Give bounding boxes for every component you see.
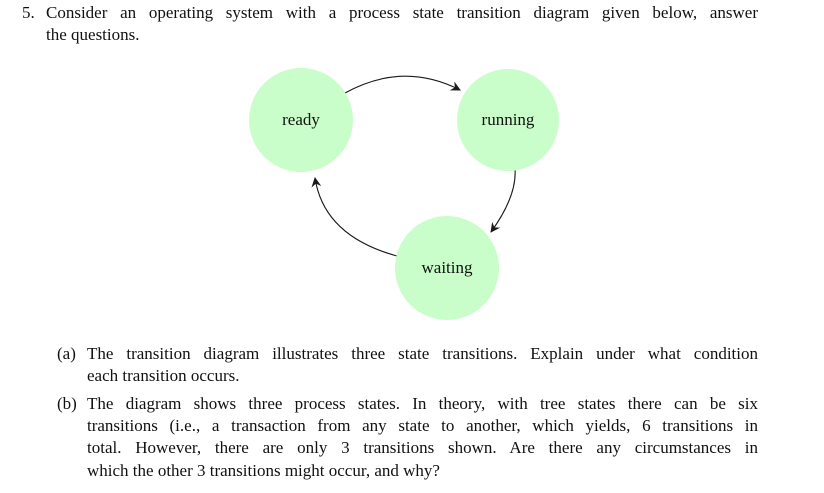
subquestion-a-label: (a): [57, 344, 76, 363]
question-intro-text: Consider an operating system with a proc…: [46, 2, 758, 46]
text-line: transitions (i.e., a transaction from an…: [87, 416, 758, 436]
text-line: total. However, there are only 3 transit…: [87, 438, 758, 458]
state-label-waiting: waiting: [421, 258, 473, 277]
text-line: Consider an operating system with a proc…: [46, 3, 758, 22]
text-line: each transition occurs.: [87, 366, 240, 386]
state-node-waiting: waiting: [395, 216, 499, 320]
text-line: The diagram shows three process states. …: [87, 394, 758, 413]
state-node-ready: ready: [249, 68, 353, 172]
subquestion-a-text: The transition diagram illustrates three…: [87, 343, 758, 387]
text-line: The transition diagram illustrates three…: [87, 344, 758, 363]
transition-arrow-running-to-waiting: [490, 168, 516, 233]
subquestion-b-text: The diagram shows three process states. …: [87, 393, 758, 482]
state-label-ready: ready: [282, 110, 320, 129]
state-transition-diagram: ready running waiting: [249, 68, 559, 320]
state-label-running: running: [481, 110, 535, 129]
question-number: 5.: [22, 3, 35, 22]
transition-arrow-ready-to-running: [344, 75, 461, 94]
text-line: the questions.: [46, 25, 140, 45]
subquestion-b-label: (b): [57, 394, 77, 413]
text-line: which the other 3 transitions might occu…: [87, 460, 440, 480]
transition-arrow-waiting-to-ready: [311, 177, 398, 257]
state-node-running: running: [457, 69, 559, 171]
transition-arrows: [311, 75, 516, 257]
